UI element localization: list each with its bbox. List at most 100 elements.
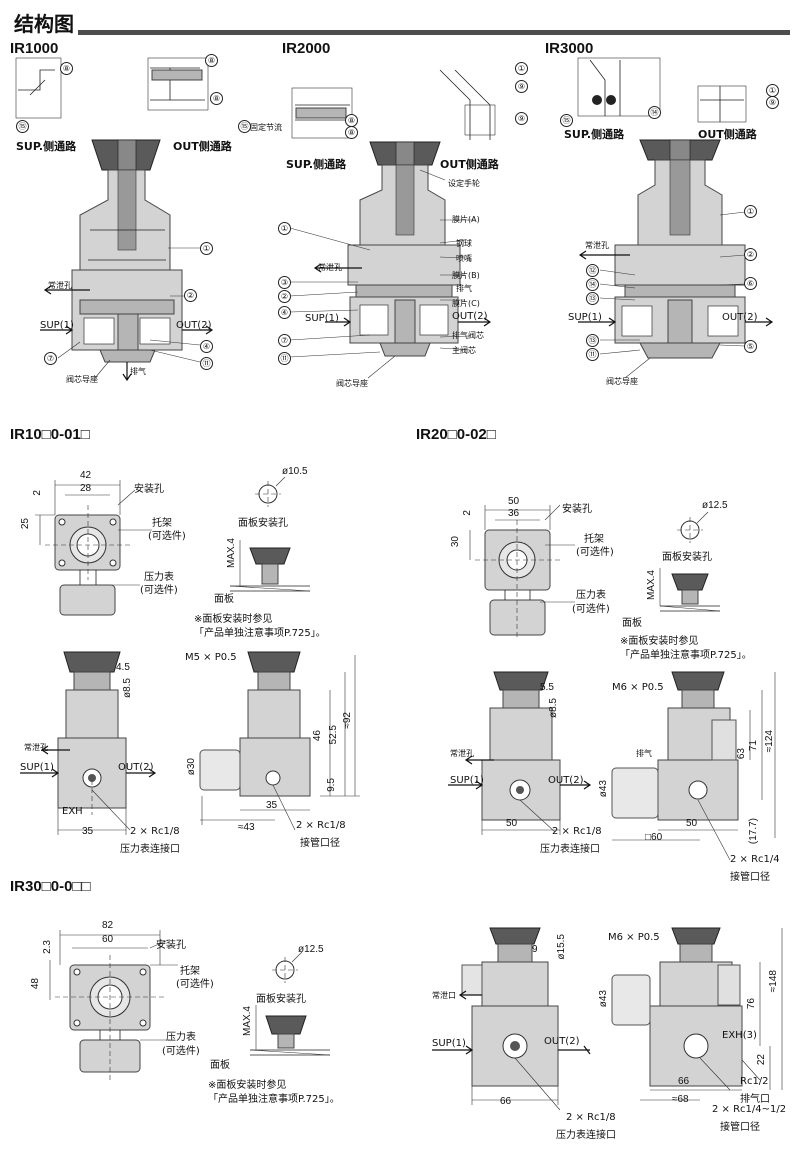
ir20-dim-55: 5.5 (540, 682, 554, 693)
ir20-dim-50: 50 (508, 496, 520, 507)
ir2000-exhaust-valve-label: 排气阀芯 (452, 331, 484, 340)
ir2000-callout-7: ⑦ (278, 334, 291, 347)
ir2000-handwheel-label: 设定手轮 (448, 179, 480, 188)
ir30-dim-22: 22 (756, 1054, 767, 1066)
ir10-side-view (199, 651, 360, 831)
ir2000-relief-hole-label: 常泄孔 (318, 263, 342, 272)
ir10-max4-label: MAX.4 (226, 538, 237, 569)
ir30-dim-23: 2.3 (42, 940, 53, 954)
ir10-dim-35a: 35 (82, 826, 94, 837)
ir30-note-line2: 「产品单独注意事项P.725」。 (208, 1094, 340, 1105)
ir10-m5-label: M5 × P0.5 (185, 652, 237, 663)
ir10-note-line2: 「产品单独注意事项P.725」。 (194, 628, 326, 639)
ir1000-callout-8c: ⑧ (210, 92, 223, 105)
ir1000-callout-8b: ⑧ (205, 54, 218, 67)
ir20-note-line1: ※面板安装时参见 (620, 636, 699, 647)
ir10-rc18-label: 2 × Rc1/8 (130, 826, 180, 837)
ir2000-out-label: OUT(2) (452, 311, 488, 322)
ir3000-callout-2: ② (744, 248, 757, 261)
ir20-dim-50c: 50 (686, 818, 698, 829)
ir10-exh-label: EXH (62, 806, 83, 817)
ir30-bracket-optional-label: (可选件) (176, 979, 214, 990)
ir20-pipe-port-label: 接管口径 (730, 872, 770, 883)
ir10-panel-detail (229, 476, 311, 592)
ir30-gauge-label: 压力表 (166, 1032, 196, 1043)
ir30-dim-phi43: ø43 (598, 990, 609, 1008)
ir10-dim-525: 52.5 (328, 725, 339, 745)
ir10-front-view (20, 651, 157, 835)
section-title-ir30: IR30□0-0□□ (10, 878, 91, 895)
ir20-dim-71: 71 (748, 740, 759, 752)
ir10-dim-25: 25 (20, 518, 31, 530)
ir20-front-view (448, 671, 592, 835)
ir10-dim-35b: 35 (266, 800, 278, 811)
ir20-max4-label: MAX.4 (646, 570, 657, 601)
ir2000-diaphragm-a-label: 膜片(A) (452, 215, 480, 224)
ir1000-callout-4: ④ (200, 340, 213, 353)
section-title-ir20: IR20□0-02□ (416, 426, 496, 443)
ir2000-sup-side-label: SUP.侧通路 (286, 158, 347, 171)
ir20-bracket-label: 托架 (584, 534, 604, 545)
ir10-dim-phi30: ø30 (186, 758, 197, 776)
ir10-dim-95: 9.5 (326, 778, 337, 792)
page-title: 结构图 (14, 12, 74, 36)
section-title-ir2000: IR2000 (282, 40, 331, 57)
ir2000-section-view (289, 69, 496, 379)
ir10-dim-43: ≈43 (238, 822, 255, 833)
ir30-m6-label: M6 × P0.5 (608, 932, 660, 943)
ir20-dim-36: 36 (508, 508, 520, 519)
ir20-dim-2: 2 (462, 510, 473, 516)
ir1000-relief-hole-label: 常泄孔 (48, 281, 72, 290)
ir30-panel-label: 面板 (210, 1060, 230, 1071)
ir2000-callout-1: ① (515, 62, 528, 75)
ir10-panel-label: 面板 (214, 594, 234, 605)
ir30-dim-phi125: ø12.5 (298, 944, 324, 955)
ir10-dim-28: 28 (80, 483, 92, 494)
ir10-bracket-label: 托架 (152, 518, 172, 529)
ir3000-callout-6: ⑥ (744, 277, 757, 290)
ir30-dim-148: ≈148 (768, 970, 779, 993)
ir20-panel-mount-hole-label: 面板安装孔 (662, 552, 712, 563)
ir20-dim-124: ≈124 (764, 730, 775, 753)
ir3000-sup-label: SUP(1) (568, 312, 602, 323)
header: 结构图 (8, 6, 792, 40)
ir10-note-line1: ※面板安装时参见 (194, 614, 273, 625)
ir20-panel-detail (659, 511, 721, 612)
ir2000-main-valve-label: 主阀芯 (452, 346, 476, 355)
ir3000-callout-14: ⑭ (648, 106, 661, 119)
ir2000-callout-9a: ⑨ (515, 80, 528, 93)
ir30-gauge-optional-label: (可选件) (162, 1046, 200, 1057)
ir20-side-view (611, 671, 776, 861)
ir30-note-line1: ※面板安装时参见 (208, 1080, 287, 1091)
ir1000-callout-1: ① (200, 242, 213, 255)
ir10-gauge-optional-label: (可选件) (140, 585, 178, 596)
ir20-out-label: OUT(2) (548, 775, 584, 786)
ir30-side-view (611, 927, 783, 1101)
ir3000-callout-1: ① (766, 84, 779, 97)
ir30-dim-76: 76 (746, 998, 757, 1010)
ir20-note-line2: 「产品单独注意事项P.725」。 (620, 650, 752, 661)
ir30-max4-label: MAX.4 (242, 1006, 253, 1037)
ir2000-nozzle-label: 喷嘴 (456, 254, 472, 263)
ir30-relief-port-label: 常泄口 (432, 991, 456, 1000)
header-rule (78, 30, 790, 35)
ir2000-callout-8b: ⑧ (345, 126, 358, 139)
ir10-dim-phi105: ø10.5 (282, 466, 308, 477)
ir20-rc18-label: 2 × Rc1/8 (552, 826, 602, 837)
ir1000-callout-10: ⑪ (200, 357, 213, 370)
ir3000-callout-10: ⑪ (586, 348, 599, 361)
ir30-pipe-port-label: 接管口径 (720, 1122, 760, 1133)
ir10-pipe-port-label: 接管口径 (300, 838, 340, 849)
ir10-dim-2: 2 (32, 490, 43, 496)
ir20-dim-50b: 50 (506, 818, 518, 829)
ir20-dim-30: 30 (450, 536, 461, 548)
ir1000-valve-guide-label: 阀芯导座 (66, 375, 98, 384)
ir30-exhaust-port-label: 排气口 (740, 1094, 770, 1105)
ir30-dim-66a: 66 (500, 1096, 512, 1107)
ir10-dim-92: ≈92 (342, 712, 353, 729)
ir1000-callout-7: ⑦ (44, 352, 57, 365)
ir30-dim-60: 60 (102, 934, 114, 945)
ir20-top-view (469, 504, 575, 640)
ir30-front-view (432, 927, 591, 1111)
ir20-relief-hole-label: 常泄孔 (450, 749, 474, 758)
